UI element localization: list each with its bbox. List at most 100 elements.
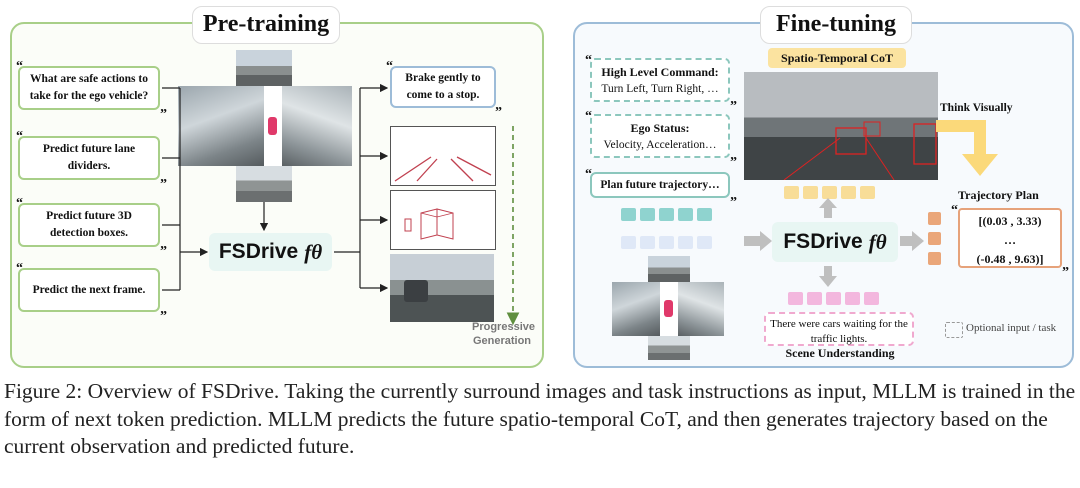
quote-mark: “ [16, 129, 23, 144]
trajectory-plan-title: Trajectory Plan [958, 188, 1039, 202]
camera-front-right-image [282, 86, 352, 166]
trajectory-line-3: (-0.48 , 9.63)] [976, 252, 1044, 266]
plan-prompt-text: Plan future trajectory… [600, 178, 720, 191]
cot-token [822, 186, 837, 199]
detection-box-output [390, 190, 496, 250]
ego-car-icon [664, 300, 673, 317]
lane-divider-sketch [394, 156, 492, 182]
question-box-lane-dividers: Predict future lane dividers. [18, 136, 160, 180]
question-box-detection: Predict future 3D detection boxes. [18, 203, 160, 247]
future-frame-annotations [783, 121, 937, 180]
quote-mark: “ [585, 109, 592, 124]
image-token [678, 236, 693, 249]
cot-token [803, 186, 818, 199]
quote-mark: “ [585, 53, 592, 68]
ego-status-box: Ego Status: Velocity, Acceleration… [590, 114, 730, 158]
question-box-next-frame: Predict the next frame. [18, 268, 160, 312]
quote-mark: “ [585, 167, 592, 182]
quote-mark: ” [1062, 265, 1069, 280]
model-name: FSDrive [218, 240, 299, 263]
cot-token [784, 186, 799, 199]
optional-legend-label: Optional input / task [966, 322, 1057, 334]
plan-prompt-box: Plan future trajectory… [590, 172, 730, 198]
finetuning-connectors [744, 198, 924, 287]
high-level-command-box: High Level Command: Turn Left, Turn Righ… [590, 58, 730, 102]
answer-text: Brake gently to come to a stop. [405, 72, 481, 101]
next-frame-output [390, 254, 494, 322]
quote-mark: ” [495, 105, 502, 120]
quote-mark: ” [730, 99, 737, 114]
quote-mark: ” [160, 309, 167, 324]
think-visually-label: Think Visually [940, 102, 1013, 114]
image-token [621, 236, 636, 249]
answer-box: Brake gently to come to a stop. [390, 66, 496, 108]
trajectory-output-box: [(0.03 , 3.33) … (-0.48 , 9.63)] [958, 208, 1062, 268]
optional-legend-swatch [945, 322, 963, 338]
high-level-command-values: Turn Left, Turn Right, … [601, 83, 719, 96]
instruction-token [678, 208, 693, 221]
quote-mark: ” [160, 107, 167, 122]
quote-mark: “ [386, 59, 393, 74]
scene-text: There were cars waiting for the traffic … [770, 318, 908, 345]
figure-caption: Figure 2: Overview of FSDrive. Taking th… [4, 379, 1076, 458]
camera-front-image [648, 256, 690, 282]
scene-token [807, 292, 822, 305]
camera-front-image [236, 50, 292, 86]
model-name: FSDrive [783, 230, 863, 253]
trajectory-token [928, 212, 941, 225]
instruction-token [697, 208, 712, 221]
quote-mark: ” [730, 155, 737, 170]
model-symbol: fθ [304, 239, 323, 264]
ego-status-values: Velocity, Acceleration… [603, 139, 717, 152]
quote-mark: ” [160, 177, 167, 192]
finetuning-title: Fine-tuning [760, 6, 912, 44]
quote-mark: “ [16, 261, 23, 276]
car-in-frame [404, 280, 428, 302]
predicted-future-frame [744, 72, 938, 180]
progressive-label-line2: Generation [472, 335, 532, 347]
scene-token [845, 292, 860, 305]
camera-back-image [236, 166, 292, 202]
question-text: Predict future 3D detection boxes. [46, 210, 132, 239]
image-token [697, 236, 712, 249]
lane-divider-output [390, 126, 496, 186]
cot-token [860, 186, 875, 199]
pretraining-connectors [162, 83, 520, 326]
quote-mark: ” [160, 244, 167, 259]
trajectory-token [928, 232, 941, 245]
cot-token [841, 186, 856, 199]
quote-mark: “ [16, 59, 23, 74]
scene-understanding-box: There were cars waiting for the traffic … [764, 312, 914, 346]
camera-front-right-image [678, 282, 724, 336]
ego-status-title: Ego Status: [630, 121, 690, 135]
question-text: What are safe actions to take for the eg… [29, 73, 149, 102]
question-box-safe-actions: What are safe actions to take for the eg… [18, 66, 160, 110]
question-text: Predict the next frame. [32, 283, 146, 296]
scene-understanding-label: Scene Understanding [785, 346, 895, 360]
camera-front-left-image [612, 282, 660, 336]
high-level-command-title: High Level Command: [601, 65, 719, 79]
quote-mark: “ [951, 203, 958, 218]
pretraining-title: Pre-training [192, 6, 340, 44]
instruction-token [621, 208, 636, 221]
model-symbol: fθ [868, 229, 887, 254]
instruction-token [640, 208, 655, 221]
trajectory-line-2: … [1004, 233, 1016, 247]
scene-token [864, 292, 879, 305]
trajectory-line-1: [(0.03 , 3.33) [978, 214, 1042, 228]
quote-mark: ” [730, 195, 737, 210]
detection-box-sketch [404, 208, 454, 240]
camera-front-left-image [178, 86, 264, 166]
quote-mark: “ [16, 196, 23, 211]
spatio-temporal-cot-label: Spatio-Temporal CoT [768, 48, 906, 68]
scene-token [826, 292, 841, 305]
image-token [640, 236, 655, 249]
question-text: Predict future lane dividers. [42, 143, 136, 172]
think-visually-arrow [936, 120, 998, 176]
instruction-token [659, 208, 674, 221]
ego-car-icon [268, 117, 277, 135]
image-token [659, 236, 674, 249]
trajectory-token [928, 252, 941, 265]
